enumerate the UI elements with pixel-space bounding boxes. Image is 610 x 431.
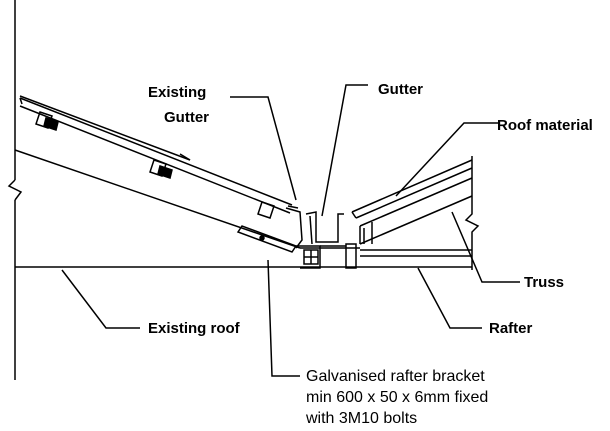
existing-roof-sheets bbox=[19, 95, 293, 219]
existing-roof-structure bbox=[14, 149, 472, 268]
bracket-label-3: with 3M10 bolts bbox=[305, 410, 417, 427]
existing-roof-label: Existing roof bbox=[148, 320, 241, 337]
roof-material-label: Roof material bbox=[497, 117, 593, 134]
existing-gutter-label-2: Gutter bbox=[164, 109, 209, 126]
truss-label: Truss bbox=[524, 274, 564, 291]
right-break bbox=[464, 156, 480, 270]
existing-gutter-label-1: Existing bbox=[148, 84, 206, 101]
rafter-label: Rafter bbox=[489, 320, 533, 337]
new-roof-material bbox=[351, 159, 473, 257]
gutter-label: Gutter bbox=[378, 81, 423, 98]
rafter-bracket bbox=[236, 225, 321, 269]
left-wall bbox=[7, 0, 23, 380]
existing-gutter bbox=[285, 205, 303, 249]
bracket-label-2: min 600 x 50 x 6mm fixed bbox=[306, 389, 488, 406]
new-gutter bbox=[305, 211, 357, 269]
leader-lines bbox=[61, 84, 520, 377]
bracket-label-1: Galvanised rafter bracket bbox=[306, 368, 485, 385]
